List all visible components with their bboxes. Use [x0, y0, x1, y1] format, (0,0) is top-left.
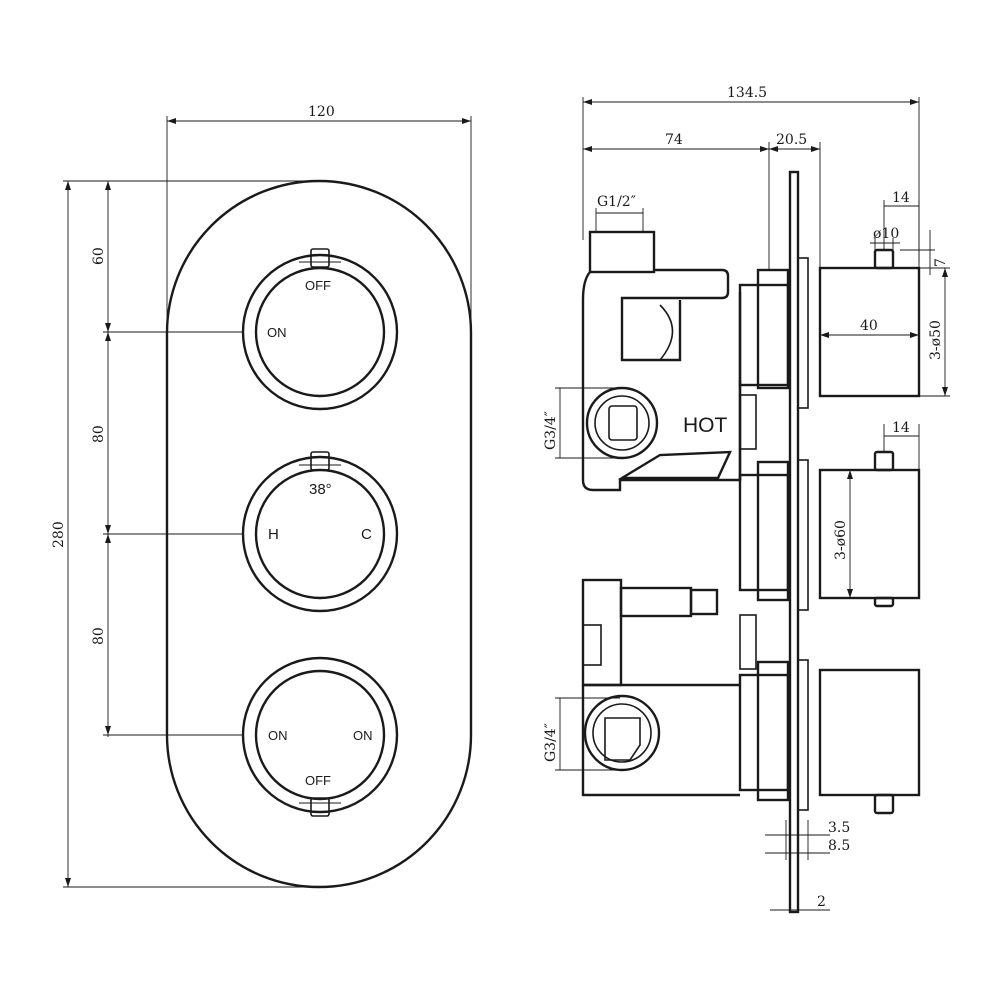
pin-diameter-label: ø10 [873, 226, 899, 242]
front-width-dimension: 120 [166, 104, 472, 330]
spacing-80-top-label: 80 [91, 425, 107, 443]
knob-depth-40-label: 40 [860, 318, 878, 334]
plate-thickness-2-label: 2 [817, 894, 826, 910]
inlet-thread-label: G1/2″ [597, 194, 636, 210]
inlet-pipe-stub [588, 230, 656, 274]
knob-pin-icon [873, 450, 895, 472]
hot-h-label: H [268, 526, 279, 543]
bottom-knob-on-right-label: ON [353, 728, 373, 743]
body-curve [659, 304, 674, 361]
hot-port-thread-label: G3/4″ [543, 411, 559, 450]
spacing-80-bottom-label: 80 [91, 627, 107, 645]
plate-offset-3-5-label: 3.5 [828, 820, 850, 836]
knob-pin-icon [310, 248, 330, 268]
knob-diameter-50-label: 3-ø50 [928, 320, 944, 360]
side-knob-top [818, 266, 921, 398]
plate-collar-top [797, 257, 809, 409]
top-cartridge-housing [738, 283, 790, 387]
hot-outlet-port [585, 386, 659, 460]
hot-label: HOT [683, 414, 728, 437]
knob-diameter-60-label: 3-ø60 [833, 520, 849, 560]
side-fitting-top [739, 394, 757, 450]
plate-offset-8-5-label: 8.5 [828, 838, 850, 854]
depth-74-label: 74 [665, 132, 683, 148]
pin-offset-14-top-label: 14 [892, 190, 910, 206]
bottom-knob: ON ON OFF [241, 656, 399, 817]
front-spacing-dimensions: 60 80 80 [91, 181, 243, 737]
pin-offset-14-mid-label: 14 [892, 420, 910, 436]
side-depth-dimensions: 134.5 74 20.5 G1/2″ [582, 85, 920, 270]
front-view: OFF ON 38° H C ON ON OFF [51, 104, 473, 889]
middle-knob: 38° H C [241, 451, 399, 613]
lower-body-block [581, 578, 623, 687]
width-120-label: 120 [308, 104, 335, 120]
spacing-60-label: 60 [91, 247, 107, 265]
top-knob-on-label: ON [267, 325, 287, 340]
knob-pin-icon [873, 248, 895, 270]
side-knob-dimensions: 14 ø10 7 40 3-ø50 14 3-ø60 [820, 190, 950, 599]
cover-plate [788, 170, 800, 914]
side-knob-bottom [818, 668, 921, 797]
front-height-dimension: 280 [51, 180, 320, 888]
plate-collar-bottom [797, 659, 809, 811]
depth-20-5-label: 20.5 [776, 132, 807, 148]
hot-spout [617, 450, 732, 480]
bottom-cartridge-housing [738, 673, 790, 792]
wall-plate [788, 170, 809, 914]
plate-collar-middle [797, 459, 809, 611]
middle-cartridge-housing [738, 473, 790, 592]
plate-thickness-dimensions: 3.5 8.5 2 [765, 820, 850, 911]
bottom-knob-off-label: OFF [305, 773, 331, 788]
bottom-outlet-port [583, 694, 661, 772]
cold-c-label: C [361, 526, 372, 543]
knob-pin-icon [310, 797, 330, 817]
bottom-knob-on-left-label: ON [268, 728, 288, 743]
top-knob-off-label: OFF [305, 278, 331, 293]
bottom-port-thread-label: G3/4″ [543, 723, 559, 762]
depth-134-5-label: 134.5 [727, 85, 767, 101]
knob-pin-icon [873, 793, 895, 815]
knob-pin-icon [310, 451, 330, 471]
top-knob: OFF ON [241, 248, 399, 411]
valve-body: HOT [581, 230, 790, 802]
pin-height-7-label: 7 [933, 258, 949, 267]
side-view: 134.5 74 20.5 G1/2″ HOT [543, 85, 950, 914]
front-plate-outline [165, 179, 473, 889]
side-fitting-bottom [739, 614, 757, 670]
temperature-label: 38° [309, 481, 332, 498]
port-thread-dimensions: G3/4″ G3/4″ [543, 387, 620, 771]
height-280-label: 280 [51, 521, 67, 548]
